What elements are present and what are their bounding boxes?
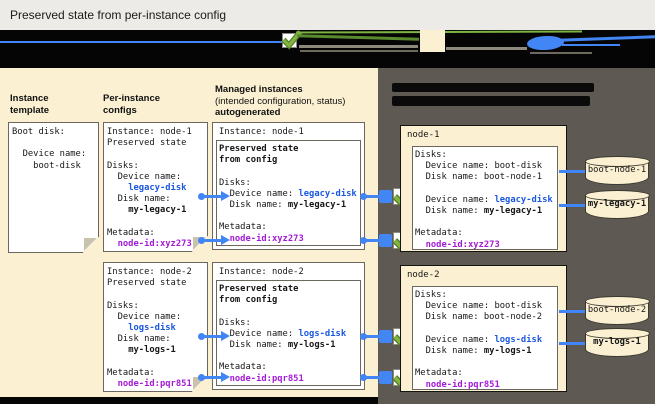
- disk-label: boot-node-1: [587, 165, 647, 175]
- legend-config-box-icon: [420, 30, 445, 52]
- connector-dot: [198, 374, 205, 381]
- page-fold-icon: [84, 238, 97, 251]
- connector-dot: [360, 237, 367, 244]
- arrowhead-icon: [221, 191, 230, 201]
- vm-column-header-redacted-line-1: [392, 83, 594, 92]
- title-bar: Preserved state from per-instance config: [0, 0, 655, 30]
- column-header-managed-instances: Managed instances(intended configuration…: [215, 84, 346, 118]
- connector-dot: [360, 333, 367, 340]
- disk-cylinder-boot-node-2: boot-node-2: [584, 296, 650, 325]
- connector-node: [379, 234, 392, 247]
- connector-node: [379, 330, 392, 343]
- vm-node-1-config-box: Disks: Device name: boot-disk Disk name:…: [412, 146, 558, 250]
- disk-label: boot-node-2: [587, 305, 647, 315]
- connector-line: [366, 335, 379, 338]
- connector-dot: [198, 237, 205, 244]
- connector-line: [366, 376, 379, 379]
- connector-dot: [198, 193, 205, 200]
- legend-green-line-short: [296, 34, 420, 41]
- legend-blue-line-right-2: [562, 44, 620, 46]
- page-title: Preserved state from per-instance config: [10, 8, 227, 22]
- instance-template-text: Boot disk: Device name: boot-disk: [12, 127, 87, 171]
- vm-column-header-redacted-line-2: [392, 96, 590, 106]
- vm-node-2-title: node-2: [407, 270, 440, 280]
- connector-line: [203, 376, 221, 379]
- vm-node-2-text: Disks: Device name: boot-disk Disk name:…: [415, 290, 543, 390]
- arrowhead-icon: [221, 235, 230, 245]
- connector-dot: [360, 374, 367, 381]
- disk-link-line: [559, 170, 585, 173]
- legend-gray-line-4: [530, 52, 592, 54]
- connector-line: [203, 195, 221, 198]
- vm-node-2: node-2 Disks: Device name: boot-disk Dis…: [400, 265, 567, 392]
- disk-link-line: [559, 204, 585, 207]
- connector-dot: [360, 193, 367, 200]
- vm-node-2-config-box: Disks: Device name: boot-disk Disk name:…: [412, 286, 558, 390]
- vm-node-1-text: Disks: Device name: boot-disk Disk name:…: [415, 150, 553, 250]
- legend-vm-ellipse-icon: [526, 35, 565, 51]
- legend-blue-line-right-1: [557, 35, 655, 42]
- connector-line: [203, 335, 221, 338]
- connector-line: [366, 195, 379, 198]
- managed-node-2-title: Instance: node-2: [219, 267, 304, 277]
- legend-gray-line-3: [446, 47, 527, 50]
- vm-node-1-title: node-1: [407, 130, 440, 140]
- disk-cylinder-my-legacy-1: my-legacy-1: [584, 190, 650, 219]
- disk-label: my-legacy-1: [587, 199, 647, 209]
- instance-template-box: Boot disk: Device name: boot-disk: [8, 122, 99, 253]
- connector-line: [366, 239, 379, 242]
- connector-line: [203, 239, 221, 242]
- disk-link-line: [559, 310, 585, 313]
- disk-label: my-logs-1: [593, 337, 641, 347]
- disk-link-line: [559, 342, 585, 345]
- disk-cylinder-my-logs-1: my-logs-1: [584, 328, 650, 357]
- connector-node: [379, 190, 392, 203]
- legend-status-check-icon: [281, 29, 303, 50]
- legend-blue-line: [0, 41, 282, 43]
- arrowhead-icon: [221, 372, 230, 382]
- legend-gray-line-1: [299, 45, 418, 48]
- managed-node-1-title: Instance: node-1: [219, 127, 304, 137]
- arrowhead-icon: [221, 331, 230, 341]
- connector-node: [379, 371, 392, 384]
- disk-cylinder-boot-node-1: boot-node-1: [584, 156, 650, 185]
- connector-dot: [198, 333, 205, 340]
- vm-node-1: node-1 Disks: Device name: boot-disk Dis…: [400, 125, 567, 252]
- legend-gray-line-2: [300, 50, 418, 52]
